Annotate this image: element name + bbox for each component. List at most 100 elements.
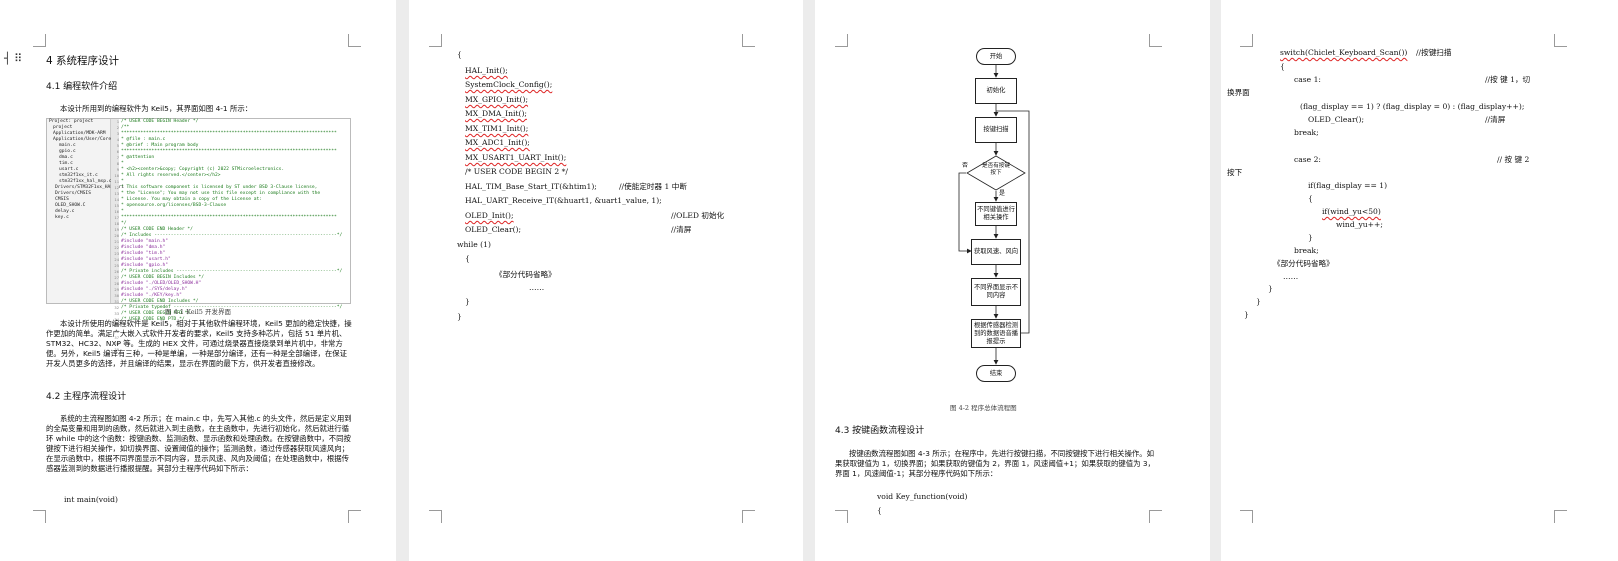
editor-line: /* Private typedef ---------------------… — [121, 305, 343, 310]
crop-mark — [429, 34, 442, 47]
code-line: 《部分代码省略》 — [495, 270, 556, 279]
project-tree-item: stm32f1xx_hal_msp.c — [59, 179, 112, 184]
document-page-2: { HAL_Init(); SystemClock_Config(); MX_G… — [409, 0, 803, 561]
editor-line: * @brief : Main program body — [121, 143, 199, 148]
editor-line: /* USER CODE BEGIN Includes */ — [121, 275, 204, 280]
crop-mark — [33, 510, 46, 523]
code-line: case 2: — [1294, 155, 1321, 164]
project-tree-item: gpio.c — [59, 149, 76, 154]
section-heading: 4.1 编程软件介绍 — [46, 82, 118, 92]
crop-mark — [1149, 510, 1162, 523]
chapter-heading: 4 系统程序设计 — [46, 55, 120, 67]
project-tree-item: Application/User/Core — [53, 137, 112, 142]
project-tree-item: Project: project — [49, 119, 94, 124]
editor-line: /* USER CODE BEGIN Header */ — [121, 119, 199, 124]
code-text: HAL_Init(); — [465, 66, 508, 75]
paragraph: 本设计所使用的编程软件是 Keil5，相对于其他软件编程环境，Keil5 更加的… — [46, 319, 352, 368]
crop-mark — [1149, 34, 1162, 47]
document-page-3: 开始 初始化 按键扫描 是否有按键按下 否 是 不同键值进行相关操作 获取风速、… — [815, 0, 1210, 561]
figure-caption: 图 4-2 程序总体流程图 — [950, 404, 1017, 412]
editor-line: * — [121, 179, 124, 184]
line-number: 16 — [114, 209, 119, 214]
line-number: 8 — [116, 161, 119, 166]
editor-line: * — [121, 209, 124, 214]
editor-line: #include "usart.h" — [121, 257, 171, 262]
crop-mark — [835, 510, 848, 523]
project-tree-item: Drivers/CMSIS — [55, 191, 91, 196]
crop-mark — [742, 34, 755, 47]
editor-line: /* USER CODE END Header */ — [121, 227, 193, 232]
crop-mark — [348, 510, 361, 523]
figure-caption: 图 4-1 Keil5 开发界面 — [165, 308, 231, 316]
crop-mark — [1240, 510, 1253, 523]
code-line: OLED_Init(); — [465, 211, 514, 221]
code-line: /* USER CODE BEGIN 2 */ — [465, 167, 568, 176]
code-line: switch(Chiclet_Keyboard_Scan()) — [1280, 48, 1407, 58]
project-tree-item: delay.c — [55, 209, 75, 214]
code-line: OLED_Clear(); — [465, 225, 522, 234]
document-page-4: switch(Chiclet_Keyboard_Scan()) //按键扫描 {… — [1221, 0, 1618, 561]
line-number: 18 — [114, 221, 119, 226]
code-line: 《部分代码省略》 — [1273, 259, 1334, 268]
editor-line: #include "main.h" — [121, 239, 169, 244]
code-text: if(wind_yu<50) — [1322, 207, 1381, 216]
editor-line: * — [121, 161, 124, 166]
code-line: { — [877, 506, 882, 515]
line-number: 35 — [114, 323, 119, 328]
line-number: 11 — [114, 179, 119, 184]
line-number: 17 — [114, 215, 119, 220]
crop-mark — [835, 34, 848, 47]
flowchart-end: 结束 — [976, 365, 1016, 382]
code-comment: //清屏 — [671, 225, 692, 234]
flowchart-step: 获取风速、风向 — [971, 239, 1021, 265]
code-line: { — [1308, 194, 1313, 203]
code-line: OLED_Clear(); — [1308, 115, 1365, 124]
code-line: HAL_Init(); — [465, 66, 508, 76]
flowchart-step: 按键扫描 — [975, 117, 1017, 143]
line-number: 28 — [114, 281, 119, 286]
project-tree-item: Application/MDK-ARM — [53, 131, 106, 136]
line-number: 20 — [114, 233, 119, 238]
project-tree-item: main.c — [59, 143, 76, 148]
drag-handle-icon[interactable]: ┤ ⠿ — [4, 52, 23, 65]
crop-mark — [348, 34, 361, 47]
editor-line: */ — [121, 221, 127, 226]
code-comment: //清屏 — [1485, 115, 1506, 124]
decision-label: 是否有按键按下 — [982, 163, 1010, 176]
code-comment: //OLED 初始化 — [671, 211, 725, 220]
editor-line: #include "gpio.h" — [121, 263, 169, 268]
code-line: if(wind_yu<50) — [1322, 207, 1381, 217]
code-line: int main(void) — [64, 495, 118, 504]
project-tree-item: stm32f1xx_it.c — [59, 173, 98, 178]
document-page-1: ┤ ⠿ 4 系统程序设计 4.1 编程软件介绍 本设计所用到的编程软件为 Kei… — [0, 0, 396, 561]
editor-line: /* Private includes --------------------… — [121, 269, 343, 274]
line-number: 4 — [116, 137, 119, 142]
code-text: MX_GPIO_Init(); — [465, 95, 529, 104]
line-number: 14 — [114, 197, 119, 202]
project-tree-item: Drivers/STM32F1xx_HAL_Dri — [55, 185, 125, 190]
flowchart-connectors — [958, 65, 1030, 365]
line-number: 22 — [114, 245, 119, 250]
flowchart-start: 开始 — [976, 48, 1016, 65]
line-number: 24 — [114, 257, 119, 262]
editor-line: ****************************************… — [121, 131, 337, 136]
line-number: 25 — [114, 263, 119, 268]
code-line: while (1) — [457, 240, 491, 249]
line-number: 26 — [114, 269, 119, 274]
line-number: 31 — [114, 299, 119, 304]
line-number: 7 — [116, 155, 119, 160]
crop-mark — [429, 510, 442, 523]
line-number: 30 — [114, 293, 119, 298]
code-line: (flag_display == 1) ? (flag_display = 0)… — [1300, 102, 1525, 111]
crop-mark — [742, 510, 755, 523]
line-number: 10 — [114, 173, 119, 178]
code-line: break; — [1294, 128, 1319, 137]
code-text: MX_TIM1_Init(); — [465, 124, 529, 133]
editor-line: #include "dma.h" — [121, 245, 166, 250]
code-line: { — [1280, 62, 1285, 71]
code-comment-wrap: 按下 — [1227, 168, 1243, 177]
editor-line: /* USER CODE END Includes */ — [121, 299, 199, 304]
line-number: 32 — [114, 305, 119, 310]
